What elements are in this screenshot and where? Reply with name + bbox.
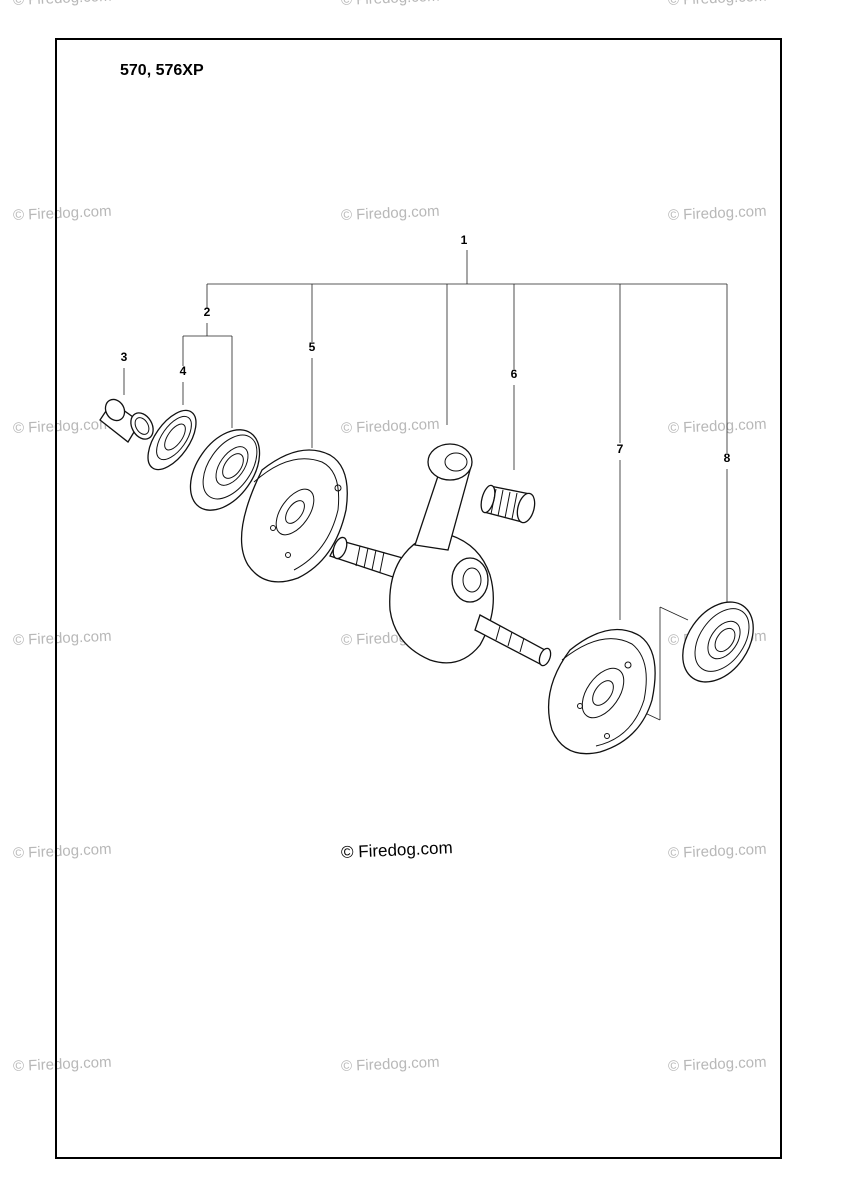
model-title: 570, 576XP: [120, 62, 204, 79]
callout-7[interactable]: 7: [617, 442, 624, 456]
part-3-sleeve[interactable]: [99, 396, 158, 443]
diagram-frame: [55, 38, 782, 1159]
callout-8[interactable]: 8: [724, 451, 731, 465]
callout-1[interactable]: 1: [461, 233, 468, 247]
part-4-seal[interactable]: [139, 402, 206, 477]
callout-2[interactable]: 2: [204, 305, 211, 319]
leader-lines: [123, 250, 728, 721]
part-1-crankshaft[interactable]: [329, 443, 553, 667]
part-7-crank-web[interactable]: [547, 628, 656, 755]
callout-4[interactable]: 4: [180, 364, 187, 378]
part-2-bearing[interactable]: [176, 417, 273, 523]
callout-6[interactable]: 6: [511, 367, 518, 381]
part-5-crank-web[interactable]: [240, 449, 348, 583]
callout-3[interactable]: 3: [121, 350, 128, 364]
part-6-needle-bearing[interactable]: [479, 484, 538, 525]
callout-5[interactable]: 5: [309, 340, 316, 354]
part-8-bearing[interactable]: [668, 589, 768, 696]
